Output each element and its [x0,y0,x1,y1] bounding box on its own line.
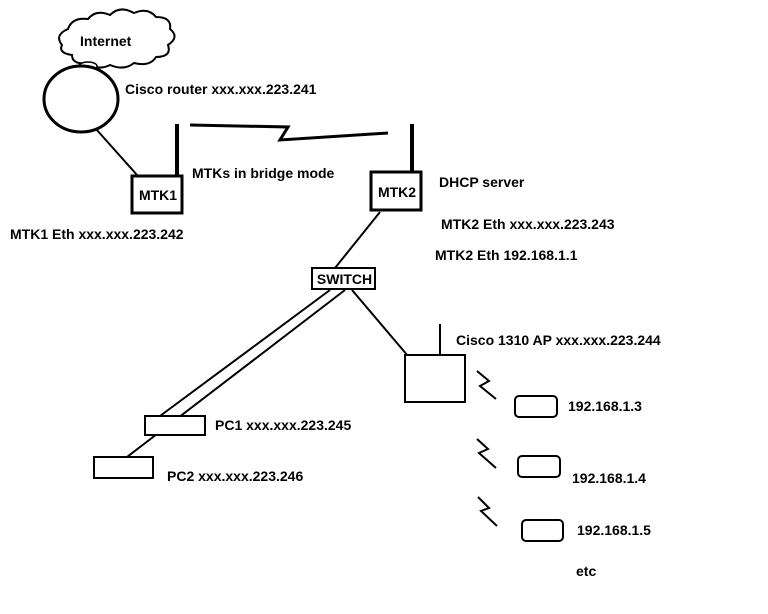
mtk2-box [369,170,423,212]
wireless-client2-symbol [476,438,497,469]
client3-ip-label: 192.168.1.5 [577,522,651,538]
mtk2-switch-link [334,211,381,269]
etc-label: etc [576,563,597,579]
router-circle [42,64,120,134]
switch-ap-link [351,289,409,357]
pc2-box [93,456,154,479]
client1-ip-label: 192.168.1.3 [568,398,642,414]
bridge-mode-label: MTKs in bridge mode [192,165,335,181]
switch-box [311,267,376,290]
router-mtk1-link [95,128,138,176]
ap-label: Cisco 1310 AP xxx.xxx.223.244 [456,332,661,348]
mtk2-eth-public-label: MTK2 Eth xxx.xxx.223.243 [441,216,615,232]
router-label: Cisco router xxx.xxx.223.241 [125,81,317,97]
ap-box [404,354,466,403]
wireless-client3-symbol [477,496,498,527]
internet-label: Internet [80,33,132,49]
mtk2-label: MTK2 [377,184,417,200]
mtk1-box [130,174,184,215]
dhcp-server-label: DHCP server [439,174,525,190]
client2-box [517,455,561,478]
pc2-label: PC2 xxx.xxx.223.246 [167,468,304,484]
pc1-box [144,415,206,436]
switch-label: SWITCH [316,271,373,287]
pc1-label: PC1 xxx.xxx.223.245 [215,417,352,433]
switch-pc1-link [159,289,331,417]
mtk1-eth-label: MTK1 Eth xxx.xxx.223.242 [10,226,184,242]
client2-ip-label: 192.168.1.4 [572,470,646,486]
mtk2-eth-lan-label: MTK2 Eth 192.168.1.1 [435,247,578,263]
wireless-client1-symbol [476,370,497,400]
client3-box [521,519,564,542]
mtk1-label: MTK1 [138,187,178,203]
client1-box [514,395,558,418]
wireless-bridge-link [189,123,389,142]
